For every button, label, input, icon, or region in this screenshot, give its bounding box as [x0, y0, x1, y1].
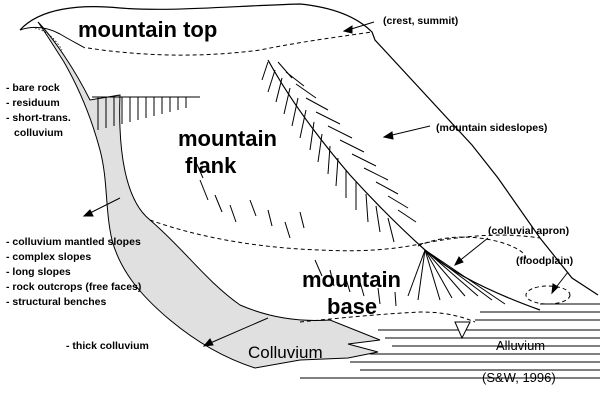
flank-base-boundary — [150, 220, 540, 251]
note-flank-3: - long slopes — [6, 266, 71, 278]
note-top-3: - short-trans. — [6, 112, 71, 124]
zone-top-label: mountain top — [78, 17, 217, 42]
note-top-2: - residuum — [6, 97, 60, 109]
note-flank-4: - rock outcrops (free faces) — [6, 281, 141, 293]
callout-sideslopes: (mountain sideslopes) — [436, 122, 547, 134]
note-top-4: colluvium — [14, 127, 63, 139]
fan-lines — [408, 250, 505, 304]
note-flank-1: - colluvium mantled slopes — [6, 236, 141, 248]
note-base: - thick colluvium — [66, 340, 149, 352]
note-flank-5: - structural benches — [6, 296, 107, 308]
citation-label: (S&W, 1996) — [482, 370, 556, 385]
zone-base-label-1: mountain — [302, 267, 401, 292]
zone-base-label-2: base — [327, 294, 377, 319]
zone-flank-label-2: flank — [185, 153, 237, 178]
callout-crest: (crest, summit) — [383, 15, 458, 27]
zone-flank-label-1: mountain — [178, 126, 277, 151]
callout-apron: (colluvial apron) — [488, 225, 569, 237]
note-flank-2: - complex slopes — [6, 251, 91, 263]
note-top-1: - bare rock — [6, 82, 60, 94]
callout-floodplain: (floodplain) — [516, 255, 573, 267]
alluvium-label: Alluvium — [496, 338, 545, 353]
floodplain-outline — [526, 286, 570, 304]
colluvium-label: Colluvium — [248, 343, 323, 362]
